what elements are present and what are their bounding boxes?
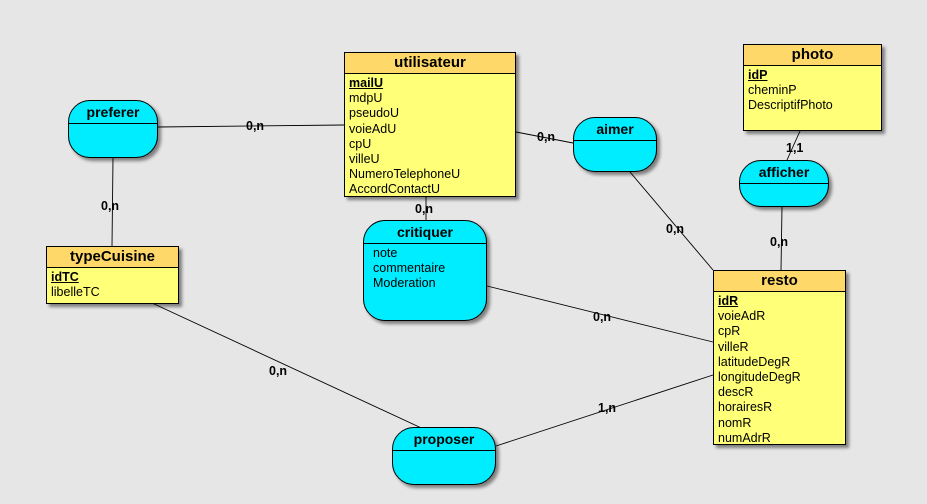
cardinality-afficher-resto: 0,n	[770, 235, 789, 249]
attribute-key: idR	[718, 294, 739, 308]
association-preferer[interactable]: preferer	[68, 100, 158, 158]
attribute: numAdrR	[718, 430, 771, 445]
link-proposer-typecuisine	[151, 302, 431, 433]
attribute: libelleTC	[51, 285, 100, 300]
attribute: Moderation	[373, 276, 436, 290]
association-title: preferer	[69, 101, 157, 124]
attribute-list: idP cheminP DescriptifPhoto	[744, 66, 881, 114]
association-title: proposer	[393, 428, 495, 451]
cardinality-aimer-utilisateur: 0,n	[537, 130, 556, 144]
entity-photo[interactable]: photo idP cheminP DescriptifPhoto	[743, 44, 882, 131]
entity-typecuisine[interactable]: typeCuisine idTC libelleTC	[46, 246, 179, 304]
link-aimer-resto	[629, 171, 714, 271]
entity-utilisateur[interactable]: utilisateur mailU mdpU pseudoU voieAdU c…	[344, 52, 516, 197]
cardinality-preferer-typecuisine: 0,n	[101, 199, 120, 213]
attribute: AccordContactU	[349, 182, 441, 197]
link-preferer-utilisateur	[157, 124, 345, 128]
link-afficher-photo	[786, 130, 801, 161]
association-afficher[interactable]: afficher	[739, 160, 829, 207]
link-critiquer-resto	[486, 285, 714, 343]
cardinality-afficher-photo: 1,1	[786, 141, 804, 155]
association-title: afficher	[740, 161, 828, 184]
attribute: note	[373, 246, 398, 260]
association-aimer[interactable]: aimer	[573, 117, 657, 172]
attribute: cpU	[349, 136, 372, 151]
attribute-list: idR voieAdR cpR villeR latitudeDegR long…	[714, 292, 845, 446]
attribute: cheminP	[748, 83, 797, 98]
attribute-key: mailU	[349, 76, 384, 90]
association-title: critiquer	[364, 221, 486, 244]
entity-title: resto	[714, 271, 845, 292]
attribute: latitudeDegR	[718, 354, 791, 369]
cardinality-critiquer-utilisateur: 0,n	[415, 202, 434, 216]
cardinality-aimer-resto: 0,n	[666, 222, 685, 236]
attribute: horairesR	[718, 400, 773, 415]
attribute-key: idTC	[51, 270, 79, 284]
entity-title: utilisateur	[345, 53, 515, 74]
link-aimer-utilisateur	[515, 131, 574, 144]
association-proposer[interactable]: proposer	[392, 427, 496, 485]
association-title: aimer	[574, 118, 656, 141]
attribute-list: note commentaire Moderation	[364, 244, 486, 293]
attribute: NumeroTelephoneU	[349, 167, 461, 182]
association-critiquer[interactable]: critiquer note commentaire Moderation	[363, 220, 487, 321]
attribute: villeR	[718, 339, 749, 354]
attribute: voieAdU	[349, 121, 397, 136]
attribute: nomR	[718, 415, 752, 430]
attribute-key: idP	[748, 68, 768, 82]
cardinality-preferer-utilisateur: 0,n	[246, 119, 265, 133]
attribute: descR	[718, 385, 754, 400]
entity-title: photo	[744, 45, 881, 66]
attribute: mdpU	[349, 91, 383, 106]
attribute: DescriptifPhoto	[748, 98, 833, 113]
attribute: longitudeDegR	[718, 370, 801, 385]
attribute: cpR	[718, 324, 741, 339]
link-proposer-resto	[495, 374, 714, 447]
cardinality-critiquer-resto: 0,n	[593, 310, 612, 324]
entity-title: typeCuisine	[47, 247, 178, 268]
attribute-list: mailU mdpU pseudoU voieAdU cpU villeU Nu…	[345, 74, 515, 198]
attribute: voieAdR	[718, 309, 766, 324]
attribute: commentaire	[373, 261, 446, 275]
cardinality-proposer-resto: 1,n	[598, 401, 617, 415]
attribute: villeU	[349, 152, 380, 167]
entity-resto[interactable]: resto idR voieAdR cpR villeR latitudeDeg…	[713, 270, 846, 445]
cardinality-proposer-typecuisine: 0,n	[269, 364, 288, 378]
attribute-list: idTC libelleTC	[47, 268, 178, 300]
attribute: pseudoU	[349, 106, 400, 121]
link-afficher-resto	[780, 206, 783, 271]
link-preferer-typecuisine	[111, 157, 114, 247]
